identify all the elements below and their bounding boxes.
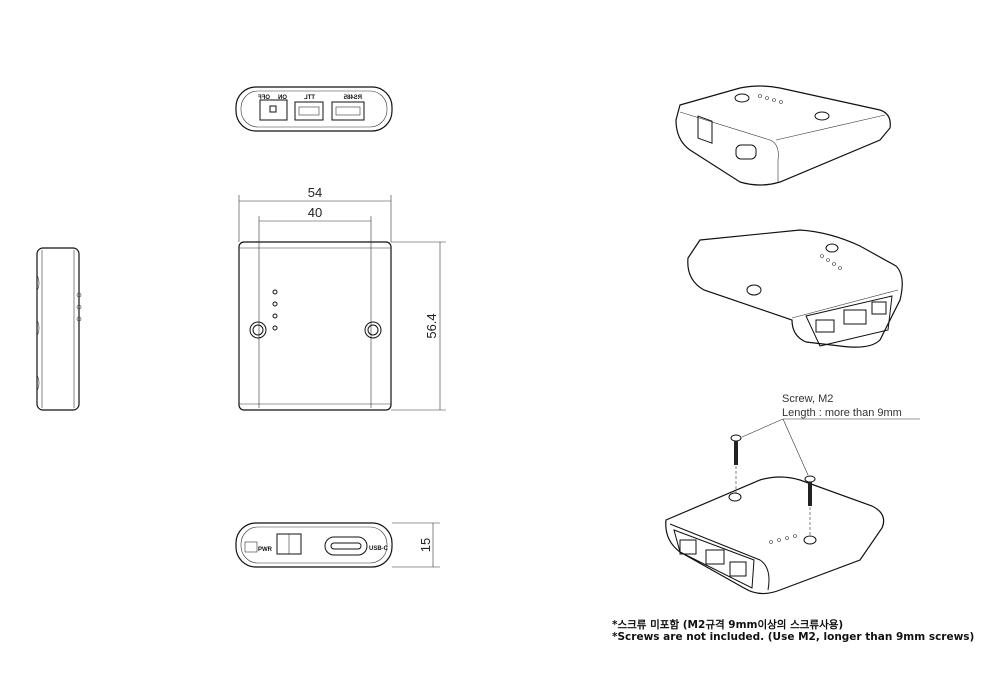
pwr-led: [244, 541, 258, 553]
front-view: 54 40 56.4: [238, 185, 446, 411]
isometric-view-usb-side: [675, 85, 891, 186]
note-english: *Screws are not included. (Use M2, longe…: [612, 631, 975, 643]
screw-hole-right: [364, 321, 382, 339]
rs485-connector: [331, 101, 365, 121]
screw-hole-left: [249, 321, 267, 339]
ttl-connector: [294, 101, 324, 121]
note-korean: *스크류 미포함 (M2규격 9mm이상의 스크류사용): [612, 619, 844, 631]
screw-callout-spec: Screw, M2: [782, 393, 833, 405]
dim-width-40: 40: [308, 205, 322, 220]
bottom-view-panel: PWR USB-C 15: [235, 522, 440, 568]
isometric-view-screws: Screw, M2 Length : more than 9mm: [665, 393, 920, 595]
top-view-panel: OFF ON TTL RS485: [235, 86, 393, 132]
pwr-label: PWR: [258, 547, 273, 553]
isometric-view-connector-side: [687, 229, 903, 348]
dim-width-54: 54: [308, 185, 322, 200]
usbc-label: USB-C: [369, 546, 389, 552]
side-view: [36, 247, 82, 411]
rs485-label: RS485: [343, 95, 362, 101]
led-indicators: [272, 289, 278, 331]
off-label: OFF: [258, 95, 270, 101]
dim-height-56-4: 56.4: [424, 313, 439, 338]
screw-callout-length: Length : more than 9mm: [782, 407, 902, 419]
screw-left: [730, 434, 742, 465]
on-label: ON: [278, 95, 287, 101]
dim-thickness-15: 15: [418, 538, 433, 552]
usb-c-port: [324, 536, 368, 556]
power-switch: [259, 99, 288, 121]
ttl-label: TTL: [304, 95, 315, 101]
screw-right: [804, 475, 816, 506]
